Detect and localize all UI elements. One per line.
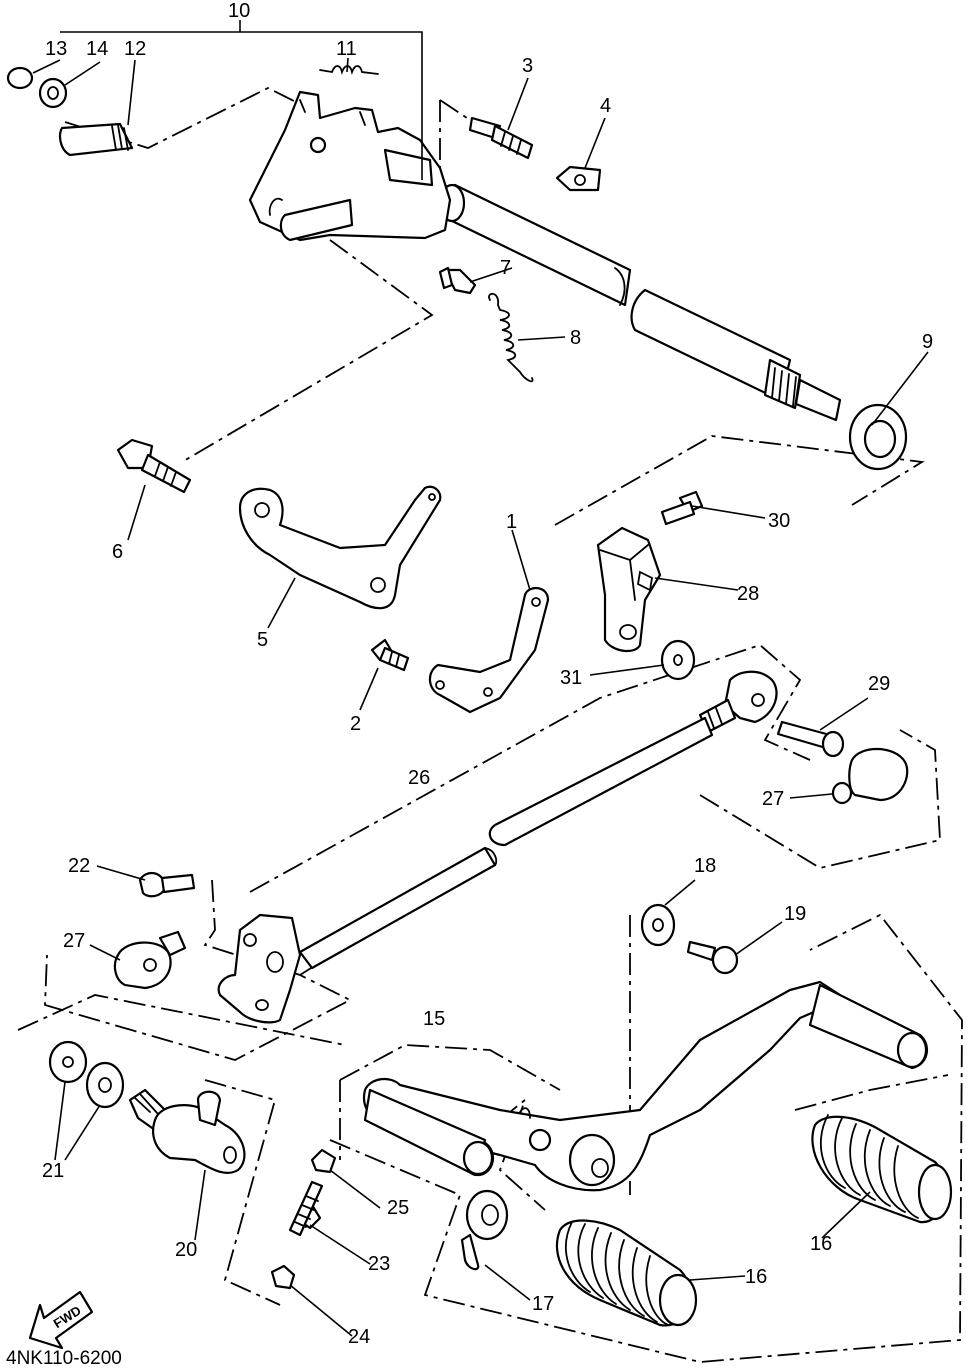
bracket-5	[238, 485, 442, 610]
oil-seal-9	[848, 403, 908, 471]
callout-9: 9	[922, 331, 933, 353]
callout-5: 5	[257, 629, 268, 651]
fwd-arrow-icon: FWD	[28, 1290, 94, 1350]
callout-25: 25	[387, 1197, 409, 1219]
bolt-2	[370, 638, 410, 672]
callout-2: 2	[350, 713, 361, 735]
washer-18	[640, 903, 676, 947]
washer-31	[660, 639, 696, 681]
pivot-27-lower	[113, 930, 187, 990]
callout-15: 15	[423, 1008, 445, 1030]
callout-20: 20	[175, 1239, 197, 1261]
callout-labels: 10 13 14 12 11 3 4 7 8 9 1 30 6 28 5 31 …	[42, 0, 933, 1348]
bolt-29	[776, 720, 845, 758]
callout-3: 3	[522, 55, 533, 77]
spring-8	[488, 292, 534, 383]
shift-pedal-15	[362, 980, 929, 1192]
callout-8: 8	[570, 327, 581, 349]
callout-4: 4	[600, 95, 611, 117]
bolt-3	[468, 116, 534, 160]
callout-16-right: 16	[810, 1233, 832, 1255]
callout-21: 21	[42, 1160, 64, 1182]
callout-23: 23	[368, 1253, 390, 1275]
callout-1: 1	[506, 511, 517, 533]
leader-lines	[32, 20, 929, 1337]
callout-6: 6	[112, 541, 123, 563]
assembly-lines	[17, 86, 963, 1363]
callout-18: 18	[694, 855, 716, 877]
callout-31: 31	[560, 667, 582, 689]
pivot-27-upper	[831, 747, 909, 805]
lever-20	[128, 1088, 246, 1175]
washers-21	[48, 1040, 125, 1109]
shift-shaft-assembly	[248, 90, 842, 422]
bolt-6	[116, 438, 192, 494]
callout-30: 30	[768, 510, 790, 532]
bolt-7	[438, 266, 477, 295]
footpeg-rubber-16-lower	[555, 1219, 698, 1327]
callout-27-upper: 27	[762, 788, 784, 810]
clip-4	[555, 165, 602, 192]
bolt-22	[138, 872, 196, 898]
rod-end-joint	[217, 913, 302, 1024]
callout-14: 14	[86, 38, 108, 60]
spring-11	[319, 65, 379, 76]
callout-22: 22	[68, 855, 90, 877]
footpeg-rubber-16-right	[811, 1114, 953, 1224]
bolt-30	[660, 490, 704, 526]
callout-16-lower: 16	[745, 1266, 767, 1288]
callout-24: 24	[348, 1326, 370, 1348]
callout-7: 7	[500, 257, 511, 279]
shift-rod-26	[298, 670, 778, 970]
bolt-19	[686, 940, 739, 975]
callout-13: 13	[45, 38, 67, 60]
rod-end-17	[460, 1189, 509, 1271]
callout-12: 12	[124, 38, 146, 60]
callout-28: 28	[737, 583, 759, 605]
bolt-nut-23-24-25	[270, 1148, 337, 1290]
callout-29: 29	[868, 673, 890, 695]
bracket-1	[428, 587, 550, 714]
diagram-code: 4NK110-6200	[6, 1348, 122, 1369]
callout-10: 10	[228, 0, 250, 22]
callout-26: 26	[408, 767, 430, 789]
callout-19: 19	[784, 903, 806, 925]
callout-27-lower: 27	[63, 930, 85, 952]
callout-17: 17	[532, 1293, 554, 1315]
joint-lever-28	[596, 526, 662, 653]
callout-11: 11	[336, 38, 357, 60]
collar-and-clips	[6, 66, 134, 157]
